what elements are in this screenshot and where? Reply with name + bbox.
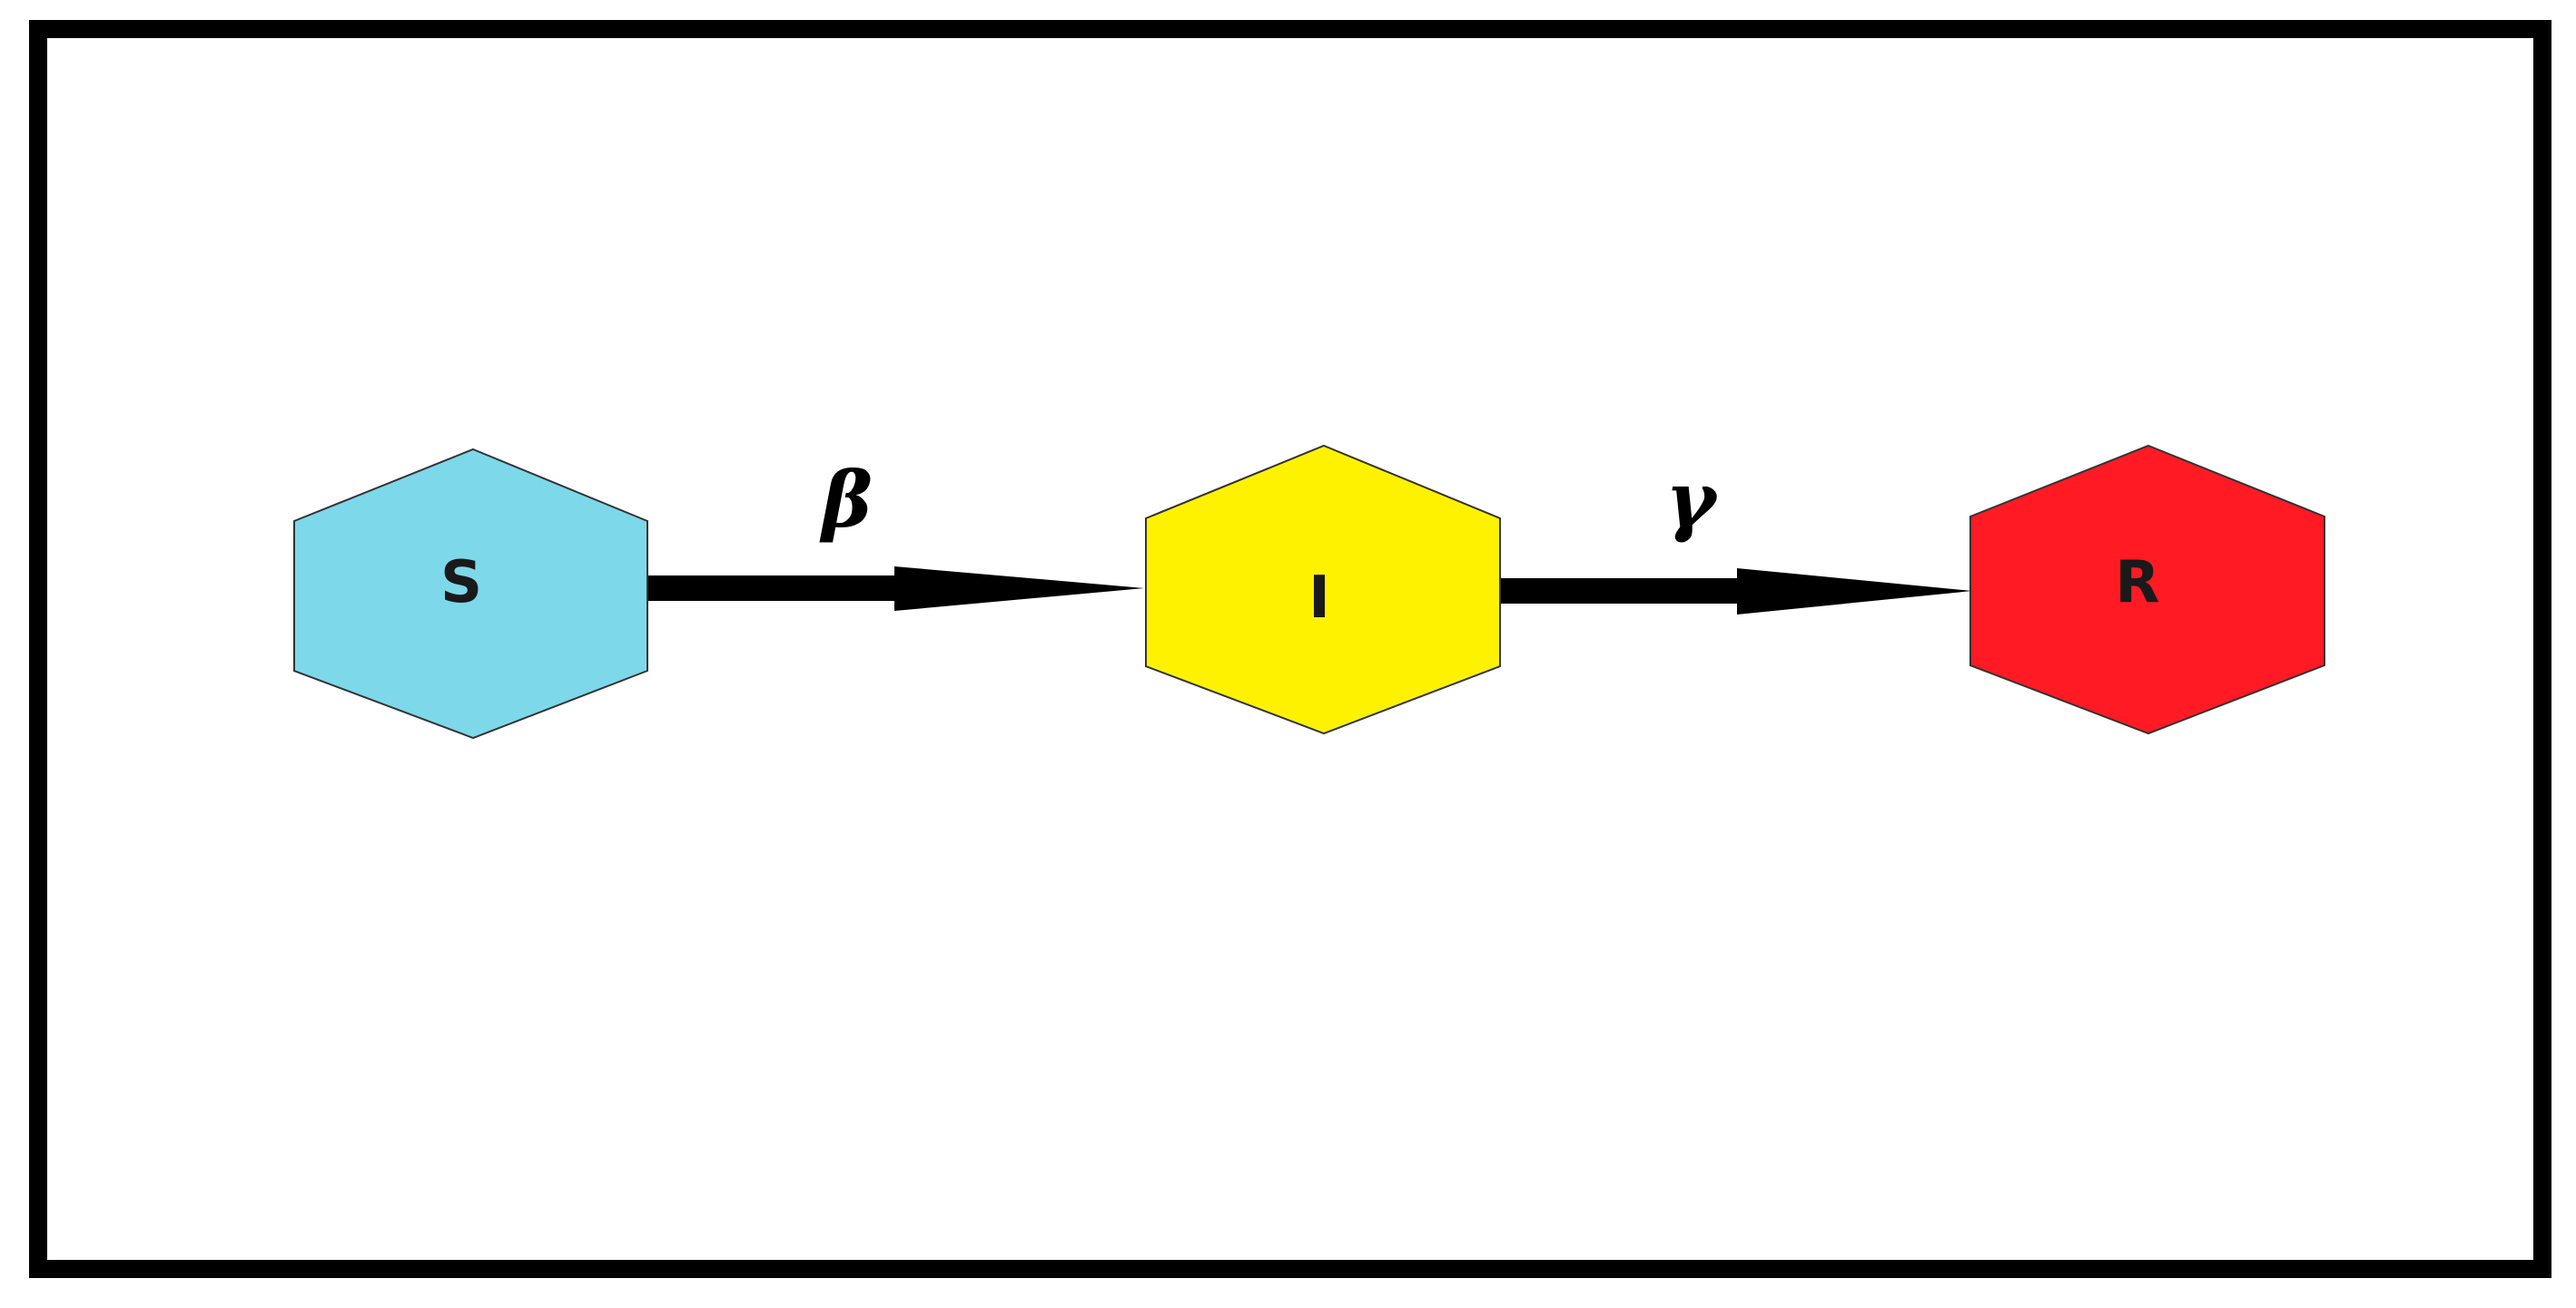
compartment-i-hexagon: [1145, 444, 1501, 735]
arrow-shaft-s-to-i: [647, 575, 898, 601]
rate-label-gamma: γ: [1665, 455, 1719, 545]
transition-s-to-i: β: [647, 455, 1144, 611]
compartment-i-label: I: [1308, 565, 1330, 632]
arrow-head-s-to-i: [894, 566, 1144, 611]
compartment-i: I: [1145, 444, 1501, 735]
compartment-s-label: S: [440, 549, 482, 616]
arrow-head-i-to-r: [1737, 568, 1972, 615]
compartment-s-hexagon: [293, 447, 648, 740]
compartment-r-label: R: [2115, 549, 2159, 616]
rate-label-beta: β: [819, 455, 873, 545]
compartment-s: S: [293, 447, 648, 740]
arrow-shaft-i-to-r: [1500, 578, 1741, 604]
compartment-r-hexagon: [1969, 444, 2325, 735]
compartment-r: R: [1969, 444, 2325, 735]
transition-i-to-r: γ: [1500, 455, 1972, 615]
